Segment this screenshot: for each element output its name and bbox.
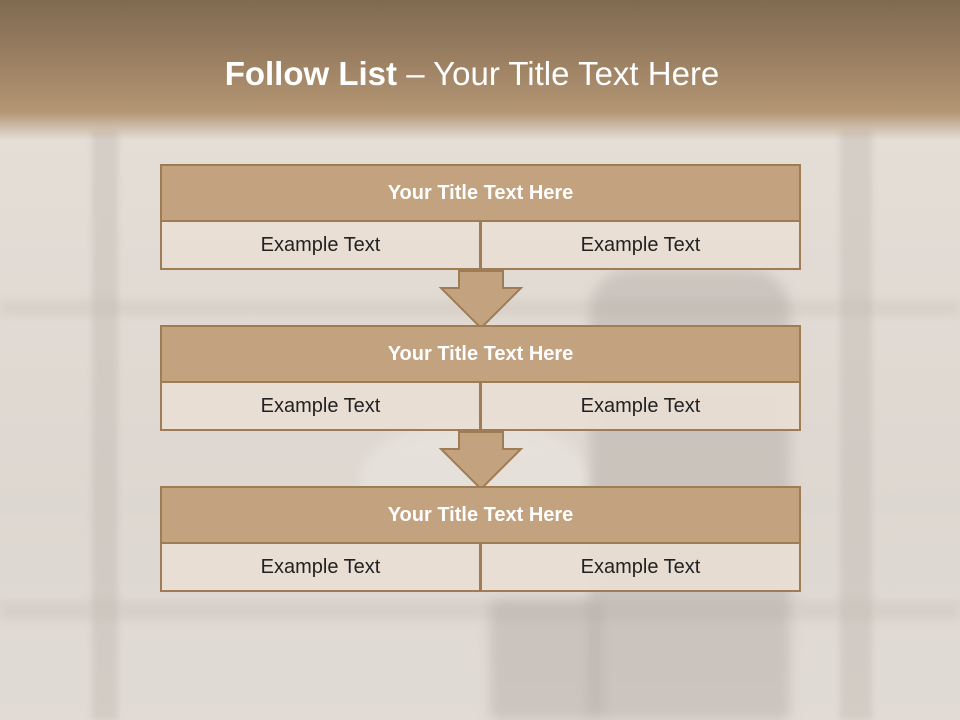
down-arrow-icon [438,431,524,491]
down-arrow-icon [438,270,524,330]
block-cell-left: Example Text [160,381,481,431]
luggage-silhouette [490,600,600,720]
window-frame-left [92,130,118,720]
window-frame-right [840,130,872,720]
follow-block-2: Your Title Text Here Example Text Exampl… [160,325,801,431]
block-cell-right: Example Text [480,381,801,431]
block-cell-right: Example Text [480,542,801,592]
block-cell-right: Example Text [480,220,801,270]
block-title: Your Title Text Here [160,486,801,544]
block-cell-left: Example Text [160,220,481,270]
block-cell-left: Example Text [160,542,481,592]
window-frame-lower [0,600,960,620]
block-title: Your Title Text Here [160,325,801,383]
page-title-rest: – Your Title Text Here [406,55,720,92]
follow-block-1: Your Title Text Here Example Text Exampl… [160,164,801,270]
page-title-bold: Follow List [224,55,398,92]
follow-block-3: Your Title Text Here Example Text Exampl… [160,486,801,592]
header-band [0,0,960,140]
page-title: Follow List – Your Title Text Here [0,55,944,93]
block-title: Your Title Text Here [160,164,801,222]
